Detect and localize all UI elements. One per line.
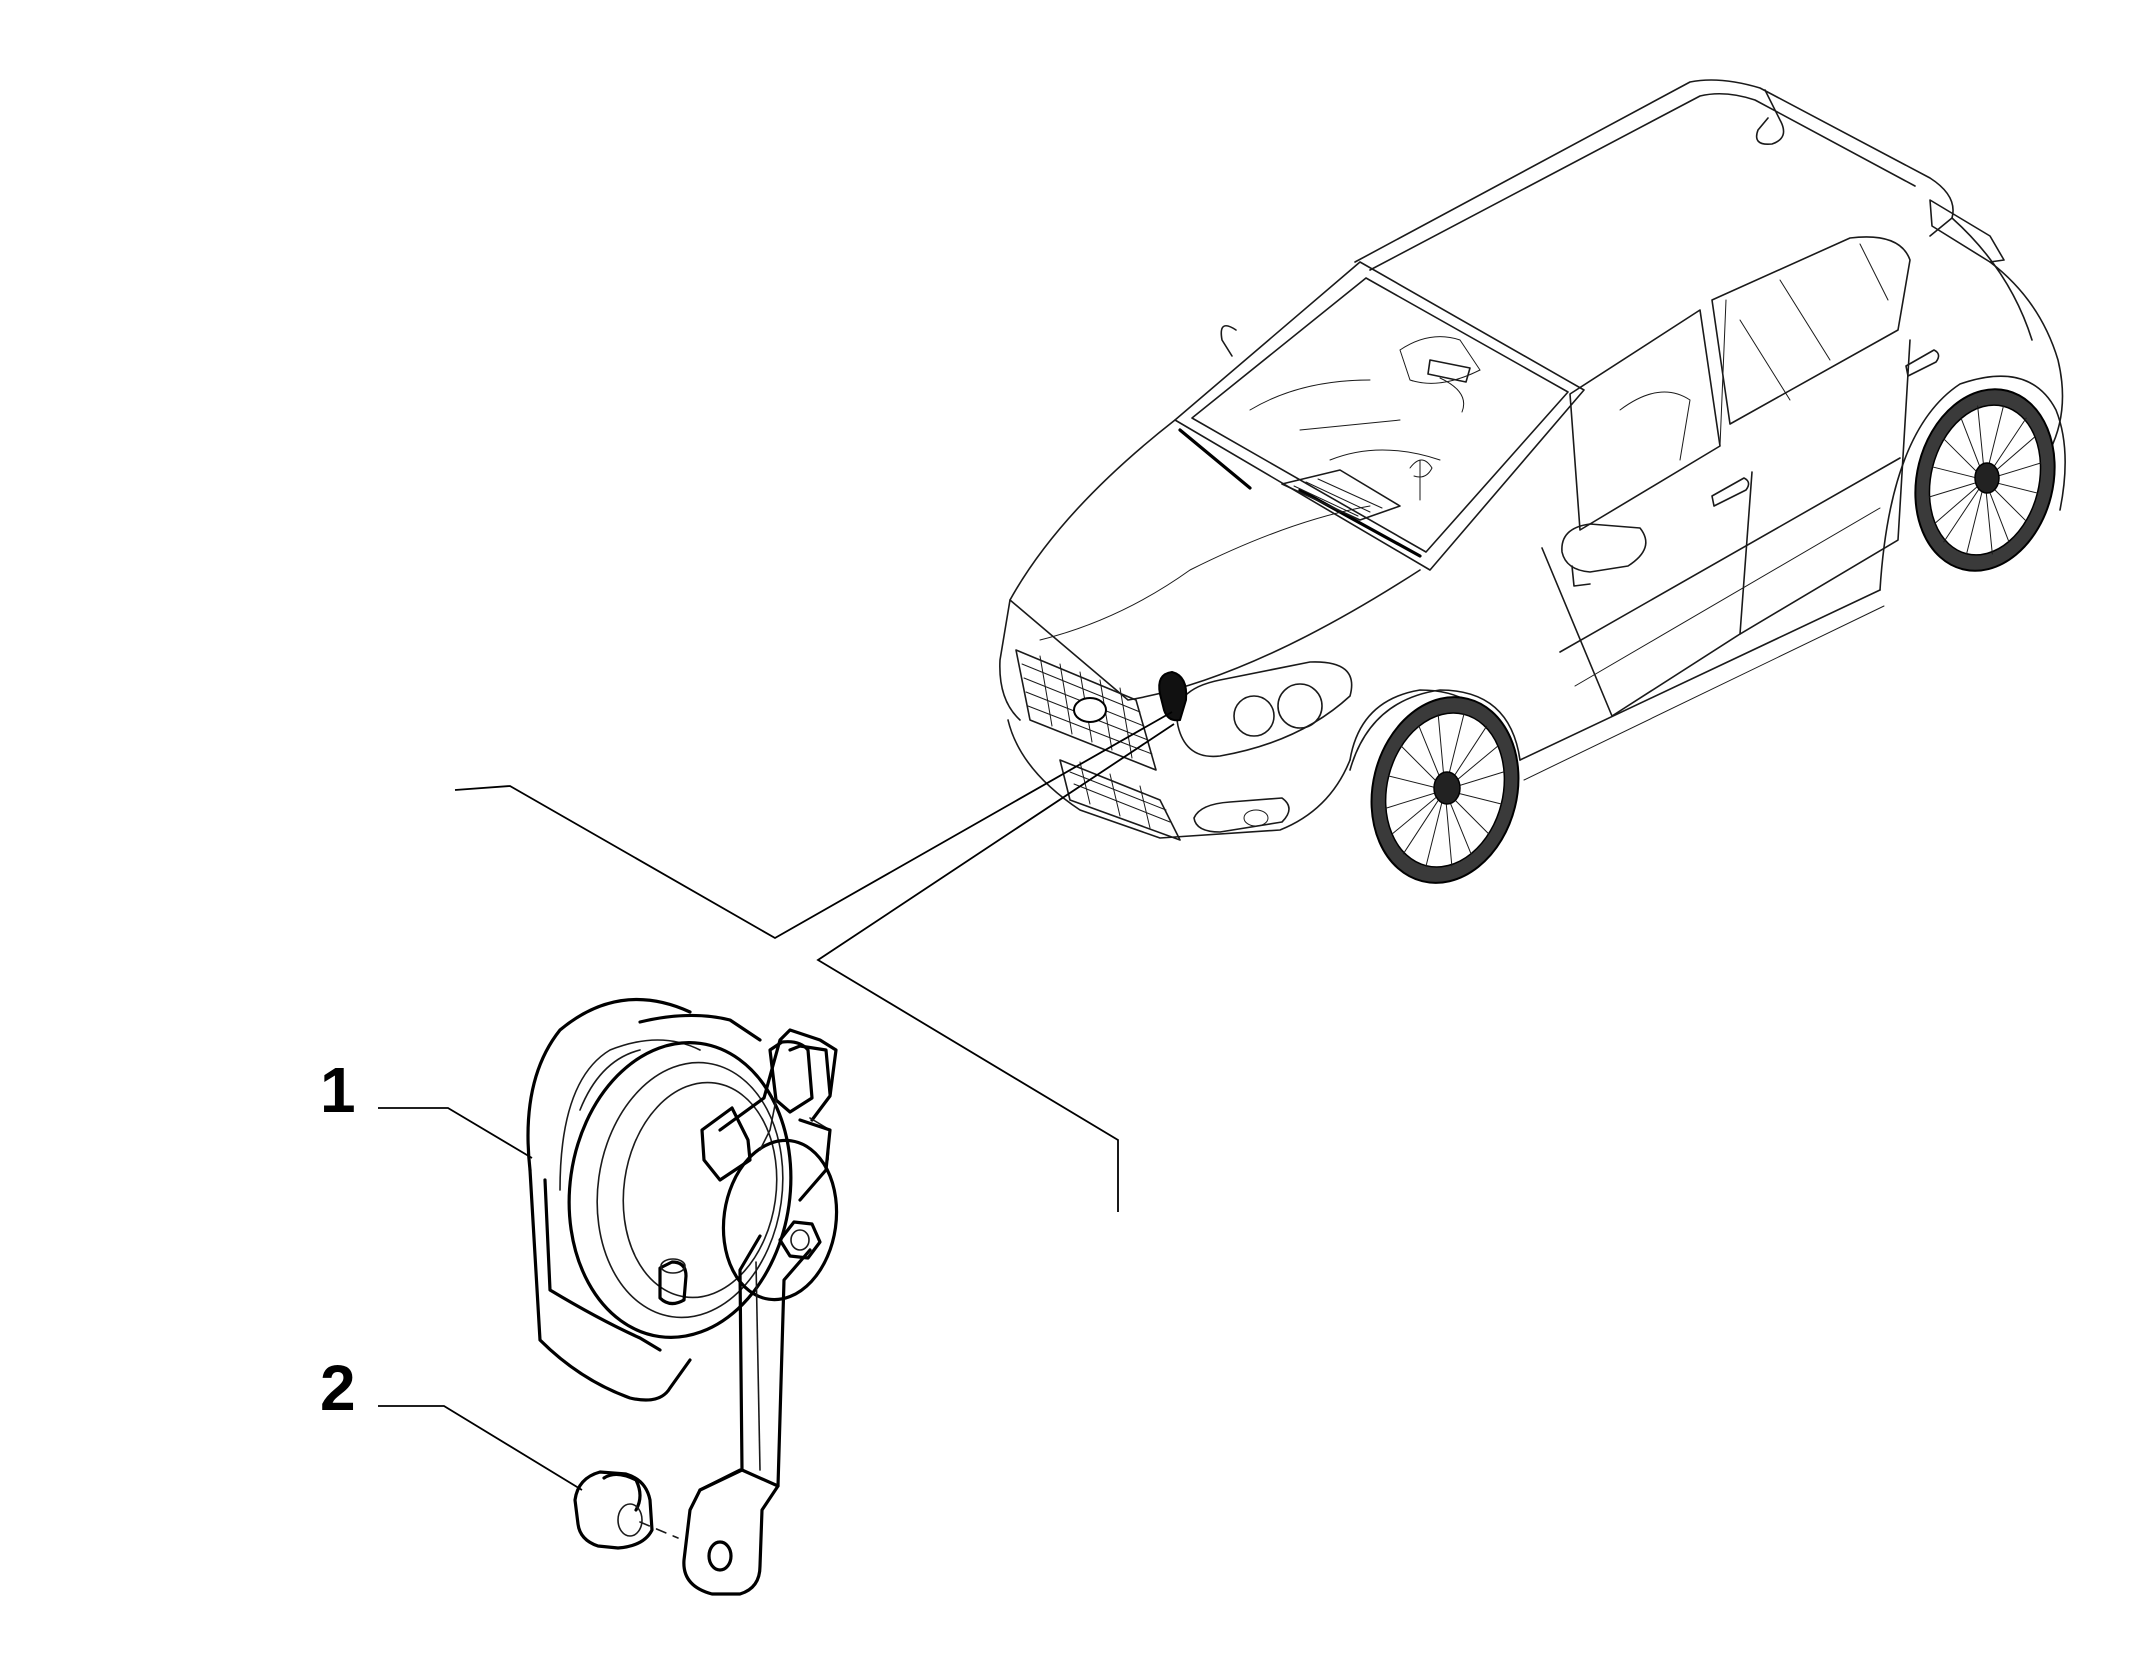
horn-location-marker — [1158, 670, 1188, 722]
nut-part — [573, 1470, 679, 1550]
car-illustration — [999, 79, 2066, 884]
callout-1: 1 — [320, 1054, 533, 1159]
callout-number-2: 2 — [320, 1352, 356, 1424]
callout-2: 2 — [320, 1352, 583, 1491]
horn-part — [526, 997, 839, 1596]
exploded-view-lines — [454, 711, 1175, 1212]
callout-number-1: 1 — [320, 1054, 356, 1126]
